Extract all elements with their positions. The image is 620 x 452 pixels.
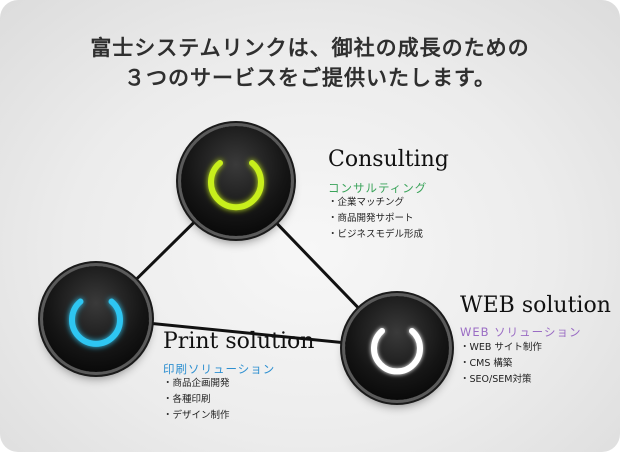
power-icon bbox=[208, 151, 264, 211]
web-item-3: ・SEO/SEM対策 bbox=[460, 374, 532, 385]
print-item-1: ・商品企画開発 bbox=[163, 378, 230, 389]
print-title: Print solution bbox=[163, 329, 315, 354]
web-title: WEB solution bbox=[460, 293, 611, 318]
consulting-item-3: ・ビジネスモデル形成 bbox=[328, 229, 424, 240]
headline-line-1: 富士システムリンクは、御社の成長のための bbox=[90, 36, 530, 60]
web-subtitle: WEB ソリューション bbox=[460, 325, 582, 339]
web-items: ・WEB サイト制作 ・CMS 構築 ・SEO/SEM対策 bbox=[460, 340, 542, 388]
print-power-button[interactable] bbox=[43, 266, 149, 372]
print-subtitle: 印刷ソリューション bbox=[163, 362, 276, 376]
power-icon bbox=[69, 290, 123, 347]
consulting-item-1: ・企業マッチング bbox=[328, 197, 405, 208]
consulting-subtitle: コンサルティング bbox=[328, 181, 428, 195]
consulting-item-2: ・商品開発サポート bbox=[328, 213, 414, 224]
power-icon bbox=[371, 319, 423, 375]
headline-line-2: ３つのサービスをご提供いたします。 bbox=[124, 66, 496, 90]
web-item-2: ・CMS 構築 bbox=[460, 358, 513, 369]
print-item-2: ・各種印刷 bbox=[163, 394, 211, 405]
print-items: ・商品企画開発 ・各種印刷 ・デザイン制作 bbox=[163, 376, 230, 424]
consulting-power-button[interactable] bbox=[181, 126, 291, 236]
print-item-3: ・デザイン制作 bbox=[163, 410, 230, 421]
consulting-items: ・企業マッチング ・商品開発サポート ・ビジネスモデル形成 bbox=[328, 195, 423, 243]
web-item-1: ・WEB サイト制作 bbox=[460, 342, 542, 353]
web-power-button[interactable] bbox=[345, 296, 449, 400]
consulting-title: Consulting bbox=[328, 147, 449, 172]
